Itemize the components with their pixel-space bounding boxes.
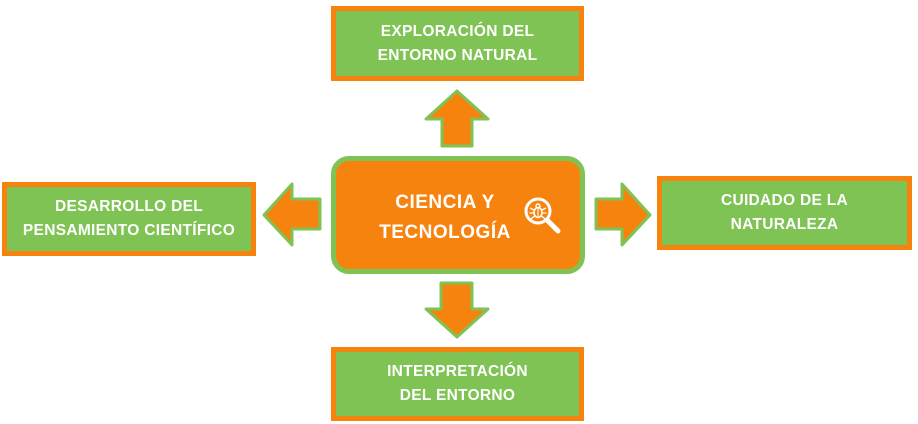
node-left: DESARROLLO DEL PENSAMIENTO CIENTÍFICO xyxy=(2,182,256,256)
node-left-label: DESARROLLO DEL PENSAMIENTO CIENTÍFICO xyxy=(22,198,236,239)
node-bottom-label: INTERPRETACIÓN DEL ENTORNO xyxy=(387,363,528,404)
magnifier-bug-icon xyxy=(524,197,561,234)
arrow-right xyxy=(594,182,652,247)
center-node: CIENCIA Y TECNOLOGÍA xyxy=(331,156,585,274)
node-bottom: INTERPRETACIÓN DEL ENTORNO xyxy=(331,347,584,421)
arrow-down xyxy=(424,281,490,339)
node-right-label: CUIDADO DE LA NATURALEZA xyxy=(720,192,849,233)
center-label: CIENCIA Y TECNOLOGÍA xyxy=(379,192,511,243)
node-right: CUIDADO DE LA NATURALEZA xyxy=(657,176,912,250)
node-top-label: EXPLORACIÓN DEL ENTORNO NATURAL xyxy=(377,22,538,64)
node-top: EXPLORACIÓN DEL ENTORNO NATURAL xyxy=(331,6,584,81)
arrow-left xyxy=(262,182,322,247)
arrow-up xyxy=(424,89,490,148)
